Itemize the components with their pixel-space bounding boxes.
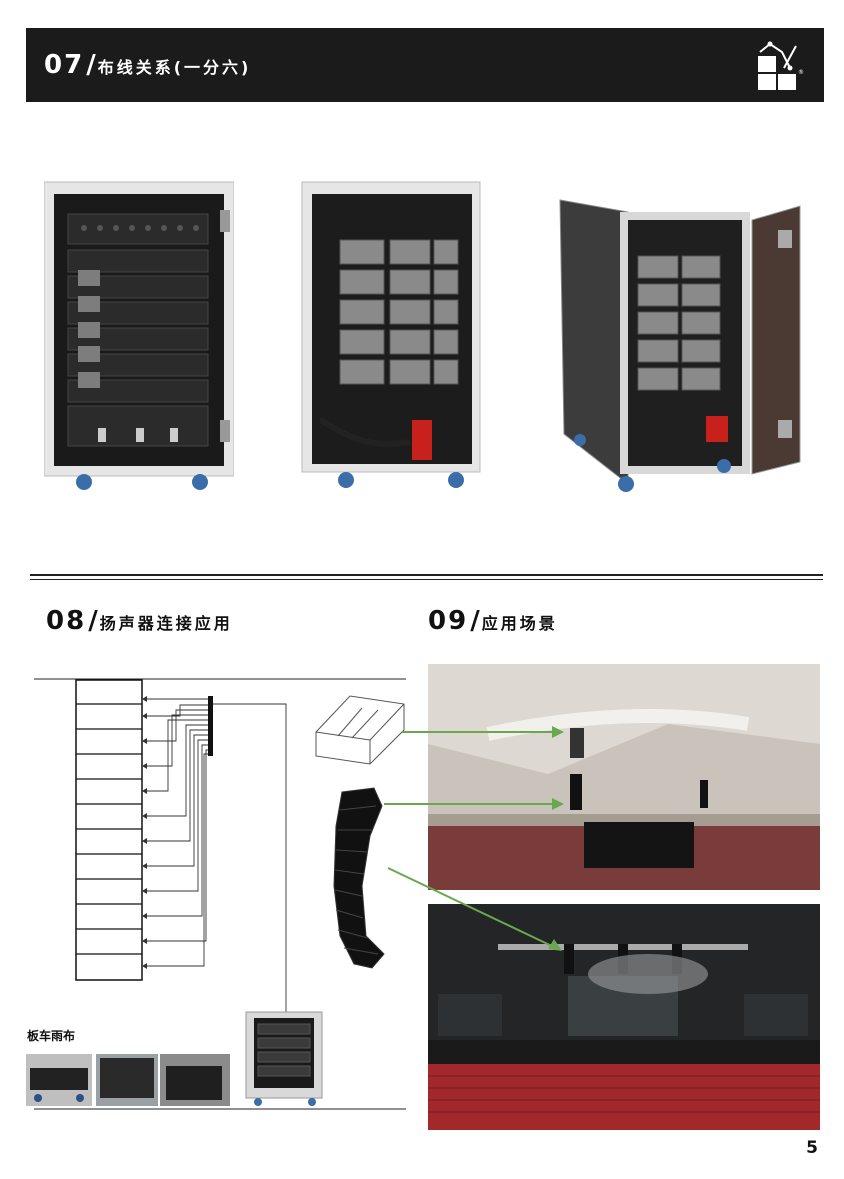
section-number: 08: [46, 606, 87, 636]
brand-logo-mark: ®: [758, 41, 804, 90]
cart-cover-label: 板车雨布: [27, 1029, 76, 1043]
pointer-arrows: [380, 700, 580, 960]
cart-cover-photo-2: [96, 1054, 158, 1106]
brand-logo: ®: [754, 38, 806, 94]
svg-text:®: ®: [798, 69, 804, 76]
speaker-wiring-diagram: [30, 672, 410, 1112]
rack-case-photo-rear: [300, 180, 482, 494]
section-title: 应用场景: [481, 614, 558, 633]
line-array-speaker-drawing: [332, 786, 394, 972]
rack-case-photo-angled: [556, 194, 802, 500]
section-title: 扬声器连接应用: [99, 614, 233, 633]
section-divider: [30, 574, 823, 576]
rigging-frame-drawing: [308, 690, 408, 770]
section-divider-thin: [30, 579, 823, 580]
section-slash: /: [470, 606, 480, 636]
section-header-07: 07/布线关系(一分六) ®: [26, 28, 824, 102]
rack-case-photo-front: [44, 180, 234, 492]
header-title-line: 07/布线关系(一分六): [44, 50, 251, 80]
concert-hall-scene-photo: [428, 904, 820, 1130]
section-number: 07: [44, 50, 85, 80]
page-number: 5: [806, 1138, 818, 1158]
section-slash: /: [86, 50, 96, 80]
section-title: 布线关系(一分六): [97, 58, 252, 77]
cart-cover-photo-1: [26, 1054, 92, 1106]
cart-cover-photo-3: [160, 1054, 230, 1106]
section-slash: /: [88, 606, 98, 636]
section-heading-08: 08/扬声器连接应用: [46, 606, 233, 636]
section-number: 09: [428, 606, 469, 636]
stadium-scene-photo: [428, 664, 820, 890]
section-heading-09: 09/应用场景: [428, 606, 558, 636]
